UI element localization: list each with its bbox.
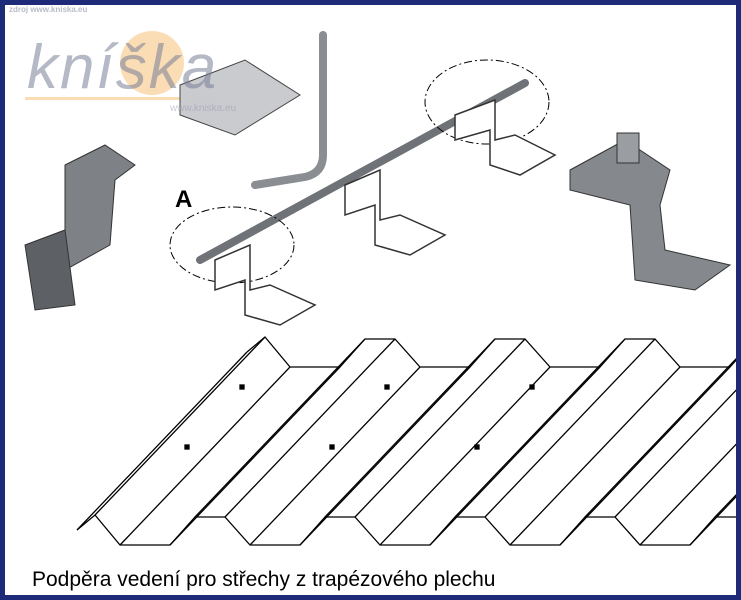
sheet-edge <box>194 338 366 518</box>
detail-label: A <box>175 186 193 213</box>
sheet-edge <box>354 338 526 518</box>
sheet-fastener <box>384 384 390 390</box>
caption: Podpěra vedení pro střechy z trapézového… <box>32 568 496 591</box>
sheet-edge <box>246 336 736 368</box>
sheet-edge <box>299 366 471 546</box>
sheet-edge <box>614 389 736 518</box>
sheet-fastener <box>474 444 480 450</box>
sheet-edge <box>249 366 421 546</box>
clamp-top <box>179 59 301 136</box>
sheet-edge <box>509 366 681 546</box>
sheet-edge <box>76 514 736 546</box>
watermark-url: www.kniska.eu <box>170 103 237 114</box>
bracket-left <box>24 144 136 311</box>
support-bracket <box>214 243 317 326</box>
sheet-edge <box>689 495 736 546</box>
watermark-logo-mark <box>25 31 285 100</box>
watermark-logo: kníška <box>27 33 219 102</box>
watermark-source: zdroj www.kniska.eu <box>9 5 88 14</box>
bracket-right <box>569 132 732 291</box>
sheet-edge <box>714 494 736 518</box>
support-bracket <box>454 98 557 176</box>
sheet-edge <box>639 443 736 546</box>
sheet-fastener <box>329 444 335 450</box>
vertical-rod <box>251 31 327 189</box>
sheet-edge <box>559 366 731 546</box>
sheet-edge <box>429 366 601 546</box>
sheet-edge <box>484 338 656 518</box>
sheet-edge <box>324 338 496 518</box>
detail-circle-b <box>424 59 550 145</box>
sheet-edge <box>379 366 551 546</box>
sheet-edge <box>94 336 266 516</box>
detail-circle-a <box>169 206 295 284</box>
roof-supports <box>214 98 557 326</box>
trapezoidal-sheet <box>76 336 736 546</box>
diagram-artwork <box>24 31 736 546</box>
support-bracket <box>344 168 447 256</box>
sheet-edge <box>119 366 291 546</box>
sheet-edge <box>169 366 341 546</box>
sheet-fastener <box>239 384 245 390</box>
sheet-edge <box>454 338 626 518</box>
sheet-edge <box>76 351 248 531</box>
sheet-fastener <box>529 384 535 390</box>
sheet-fastener <box>184 444 190 450</box>
sheet-edge <box>224 338 396 518</box>
sheet-edge <box>584 357 736 518</box>
